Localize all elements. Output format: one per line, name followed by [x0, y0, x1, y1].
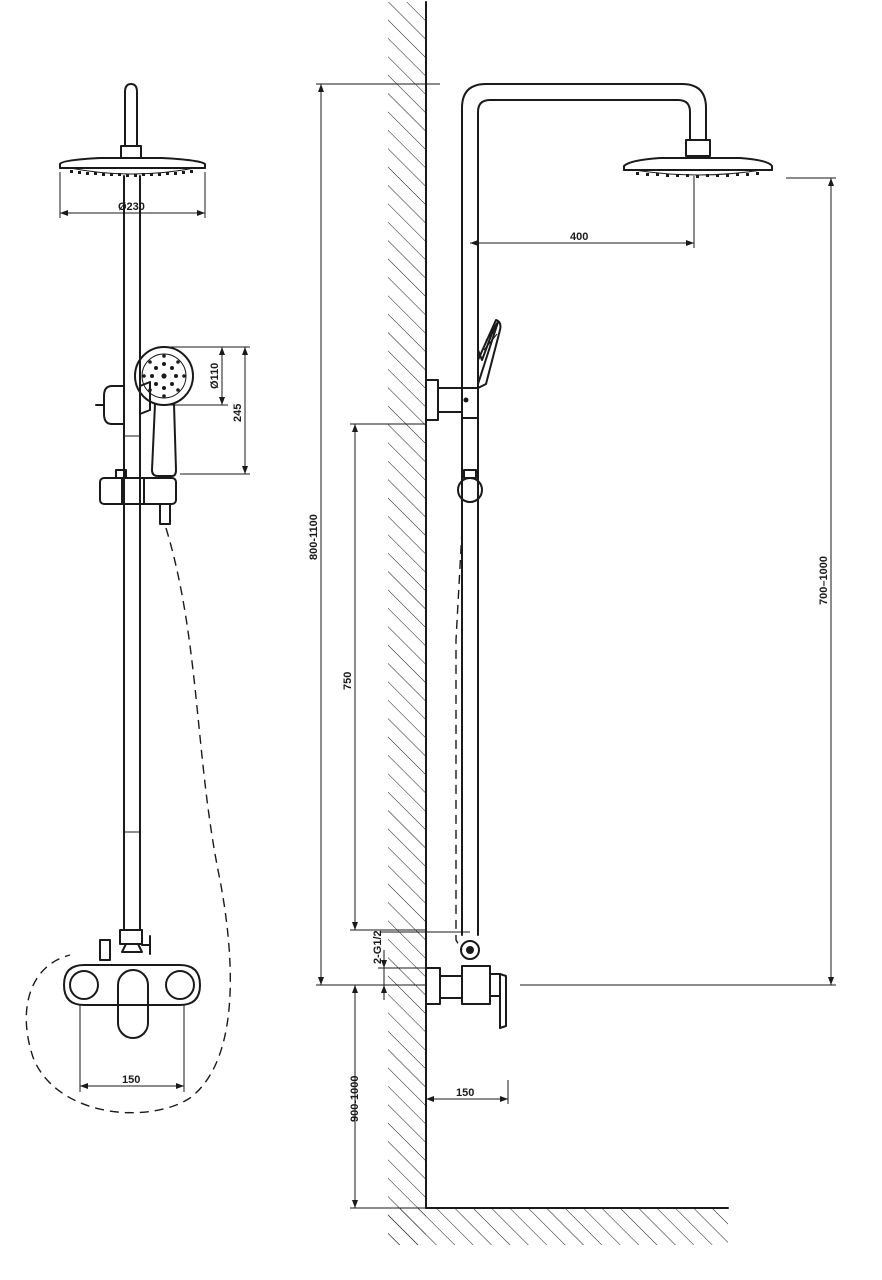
- hose: [25, 527, 231, 1114]
- dim-side-mixer-depth: 150: [426, 1080, 509, 1104]
- label-handheld-height: 245: [232, 404, 244, 422]
- dim-adjust-height: 700–1000: [520, 177, 836, 986]
- dim-bracket-spacing: 750: [342, 423, 426, 931]
- label-bracket-spacing: 750: [342, 672, 354, 690]
- handheld-shower: [134, 346, 194, 477]
- handheld-shower-side: [477, 319, 502, 389]
- rain-shower-head: [59, 157, 206, 177]
- slide-holder-side: [457, 469, 483, 503]
- dim-thread: 2-G1/2: [372, 930, 470, 1000]
- label-thread: 2-G1/2: [372, 930, 384, 964]
- side-view: 800-1100 400 750 2-G1/2: [308, 83, 836, 1209]
- floor-section: [388, 1207, 729, 1245]
- label-head-projection: 400: [570, 231, 588, 243]
- riser-pipe: [123, 175, 141, 931]
- label-side-mixer-depth: 150: [456, 1087, 474, 1099]
- label-mount-height: 900-1000: [349, 1076, 361, 1123]
- riser-with-arm: [461, 83, 707, 936]
- front-view: Ø230 Ø110 245 150: [25, 83, 250, 1114]
- wall-section: [388, 1, 427, 1245]
- dim-handheld-diameter: Ø110: [170, 346, 228, 406]
- mixer-front: [63, 964, 201, 1039]
- label-front-mixer-width: 150: [122, 1074, 140, 1086]
- dim-mount-height: 900-1000: [349, 984, 426, 1209]
- dim-head-projection: 400: [470, 176, 695, 248]
- label-handheld-diameter: Ø110: [209, 363, 221, 389]
- label-total-height: 800-1100: [308, 514, 320, 560]
- rain-shower-head-side: [623, 157, 773, 178]
- mixer-side: [425, 965, 507, 1029]
- slide-holder: [99, 469, 177, 525]
- label-head-diameter: Ø230: [118, 201, 145, 213]
- hose-side: [455, 529, 463, 951]
- dim-front-mixer-width: 150: [79, 1005, 185, 1092]
- dim-handheld-height: 245: [180, 346, 250, 475]
- label-adjust-height: 700–1000: [818, 556, 830, 605]
- dim-head-diameter: Ø230: [59, 172, 206, 218]
